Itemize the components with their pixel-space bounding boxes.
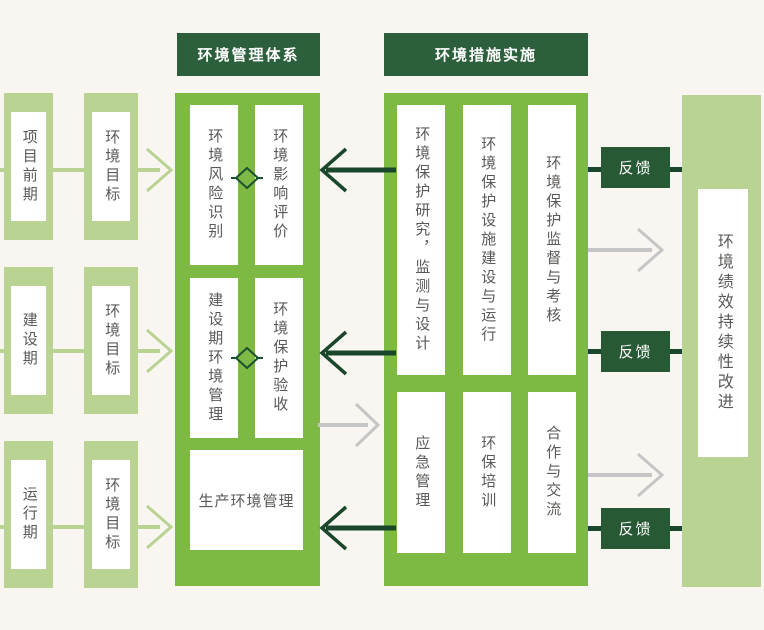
connector-line xyxy=(588,167,601,172)
supervision-assessment-label: 环境保护监督与考核 xyxy=(544,154,562,326)
connector-line xyxy=(670,526,682,531)
phase-label: 项目前期 xyxy=(20,128,38,205)
goal-label: 环境目标 xyxy=(103,476,121,553)
emergency-management-label: 应急管理 xyxy=(413,434,431,511)
research-monitor-design-label: 环境保护研究，监测与设计 xyxy=(413,126,431,354)
management-system-panel: 环境风险识别 环境影响评价 建设期环境管理 环境保护验收 生产环境管理 xyxy=(175,93,320,586)
header-measures-implementation: 环境措施实施 xyxy=(384,33,588,76)
double-arrow-icon xyxy=(231,346,263,370)
forward-arrow-gray-bottom-icon xyxy=(588,452,665,498)
outcome-panel: 环境绩效持续性改进 xyxy=(682,95,761,587)
feedback-arrow-left-1-icon xyxy=(319,147,396,193)
goal-label: 环境目标 xyxy=(103,128,121,205)
header-management-system-label: 环境管理体系 xyxy=(197,47,300,64)
connector-line xyxy=(588,526,601,531)
risk-identification-label: 环境风险识别 xyxy=(206,128,224,242)
facilities-construction-operation-label: 环境保护设施建设与运行 xyxy=(479,135,497,345)
forward-arrow-gray-mid-icon xyxy=(318,402,381,448)
outcome-label: 环境绩效持续性改进 xyxy=(714,233,732,413)
phase-box-project-early: 项目前期 xyxy=(4,93,53,240)
feedback-arrow-left-3-icon xyxy=(319,505,396,551)
feedback-label: 反馈 xyxy=(618,521,653,538)
protection-acceptance-label: 环境保护验收 xyxy=(271,301,289,415)
connector-line xyxy=(670,349,682,354)
feedback-label: 反馈 xyxy=(618,344,653,361)
env-training-label: 环保培训 xyxy=(479,434,497,511)
goal-box-2: 环境目标 xyxy=(84,267,138,414)
production-env-management-label: 生产环境管理 xyxy=(198,492,295,510)
phase-label: 建设期 xyxy=(20,312,38,369)
connector-line xyxy=(670,167,682,172)
header-management-system: 环境管理体系 xyxy=(177,33,320,76)
feedback-box-2: 反馈 xyxy=(601,331,670,372)
connector-line xyxy=(588,349,601,354)
feedback-label: 反馈 xyxy=(618,160,653,177)
header-measures-implementation-label: 环境措施实施 xyxy=(434,47,537,64)
feedback-arrow-left-2-icon xyxy=(319,330,396,376)
phase-box-construction: 建设期 xyxy=(4,267,53,414)
double-arrow-icon xyxy=(231,166,263,190)
cooperation-exchange-label: 合作与交流 xyxy=(544,425,562,520)
goal-box-1: 环境目标 xyxy=(84,93,138,240)
phase-label: 运行期 xyxy=(20,486,38,543)
construction-env-management-label: 建设期环境管理 xyxy=(206,291,224,425)
measures-implementation-panel: 环境保护研究，监测与设计 环境保护设施建设与运行 环境保护监督与考核 应急管理 … xyxy=(384,93,588,586)
feedback-box-1: 反馈 xyxy=(601,147,670,188)
goal-label: 环境目标 xyxy=(103,302,121,379)
impact-assessment-label: 环境影响评价 xyxy=(271,128,289,242)
forward-arrow-gray-top-icon xyxy=(588,227,665,273)
feedback-box-3: 反馈 xyxy=(601,508,670,549)
phase-box-operation: 运行期 xyxy=(4,441,53,588)
goal-box-3: 环境目标 xyxy=(84,441,138,588)
